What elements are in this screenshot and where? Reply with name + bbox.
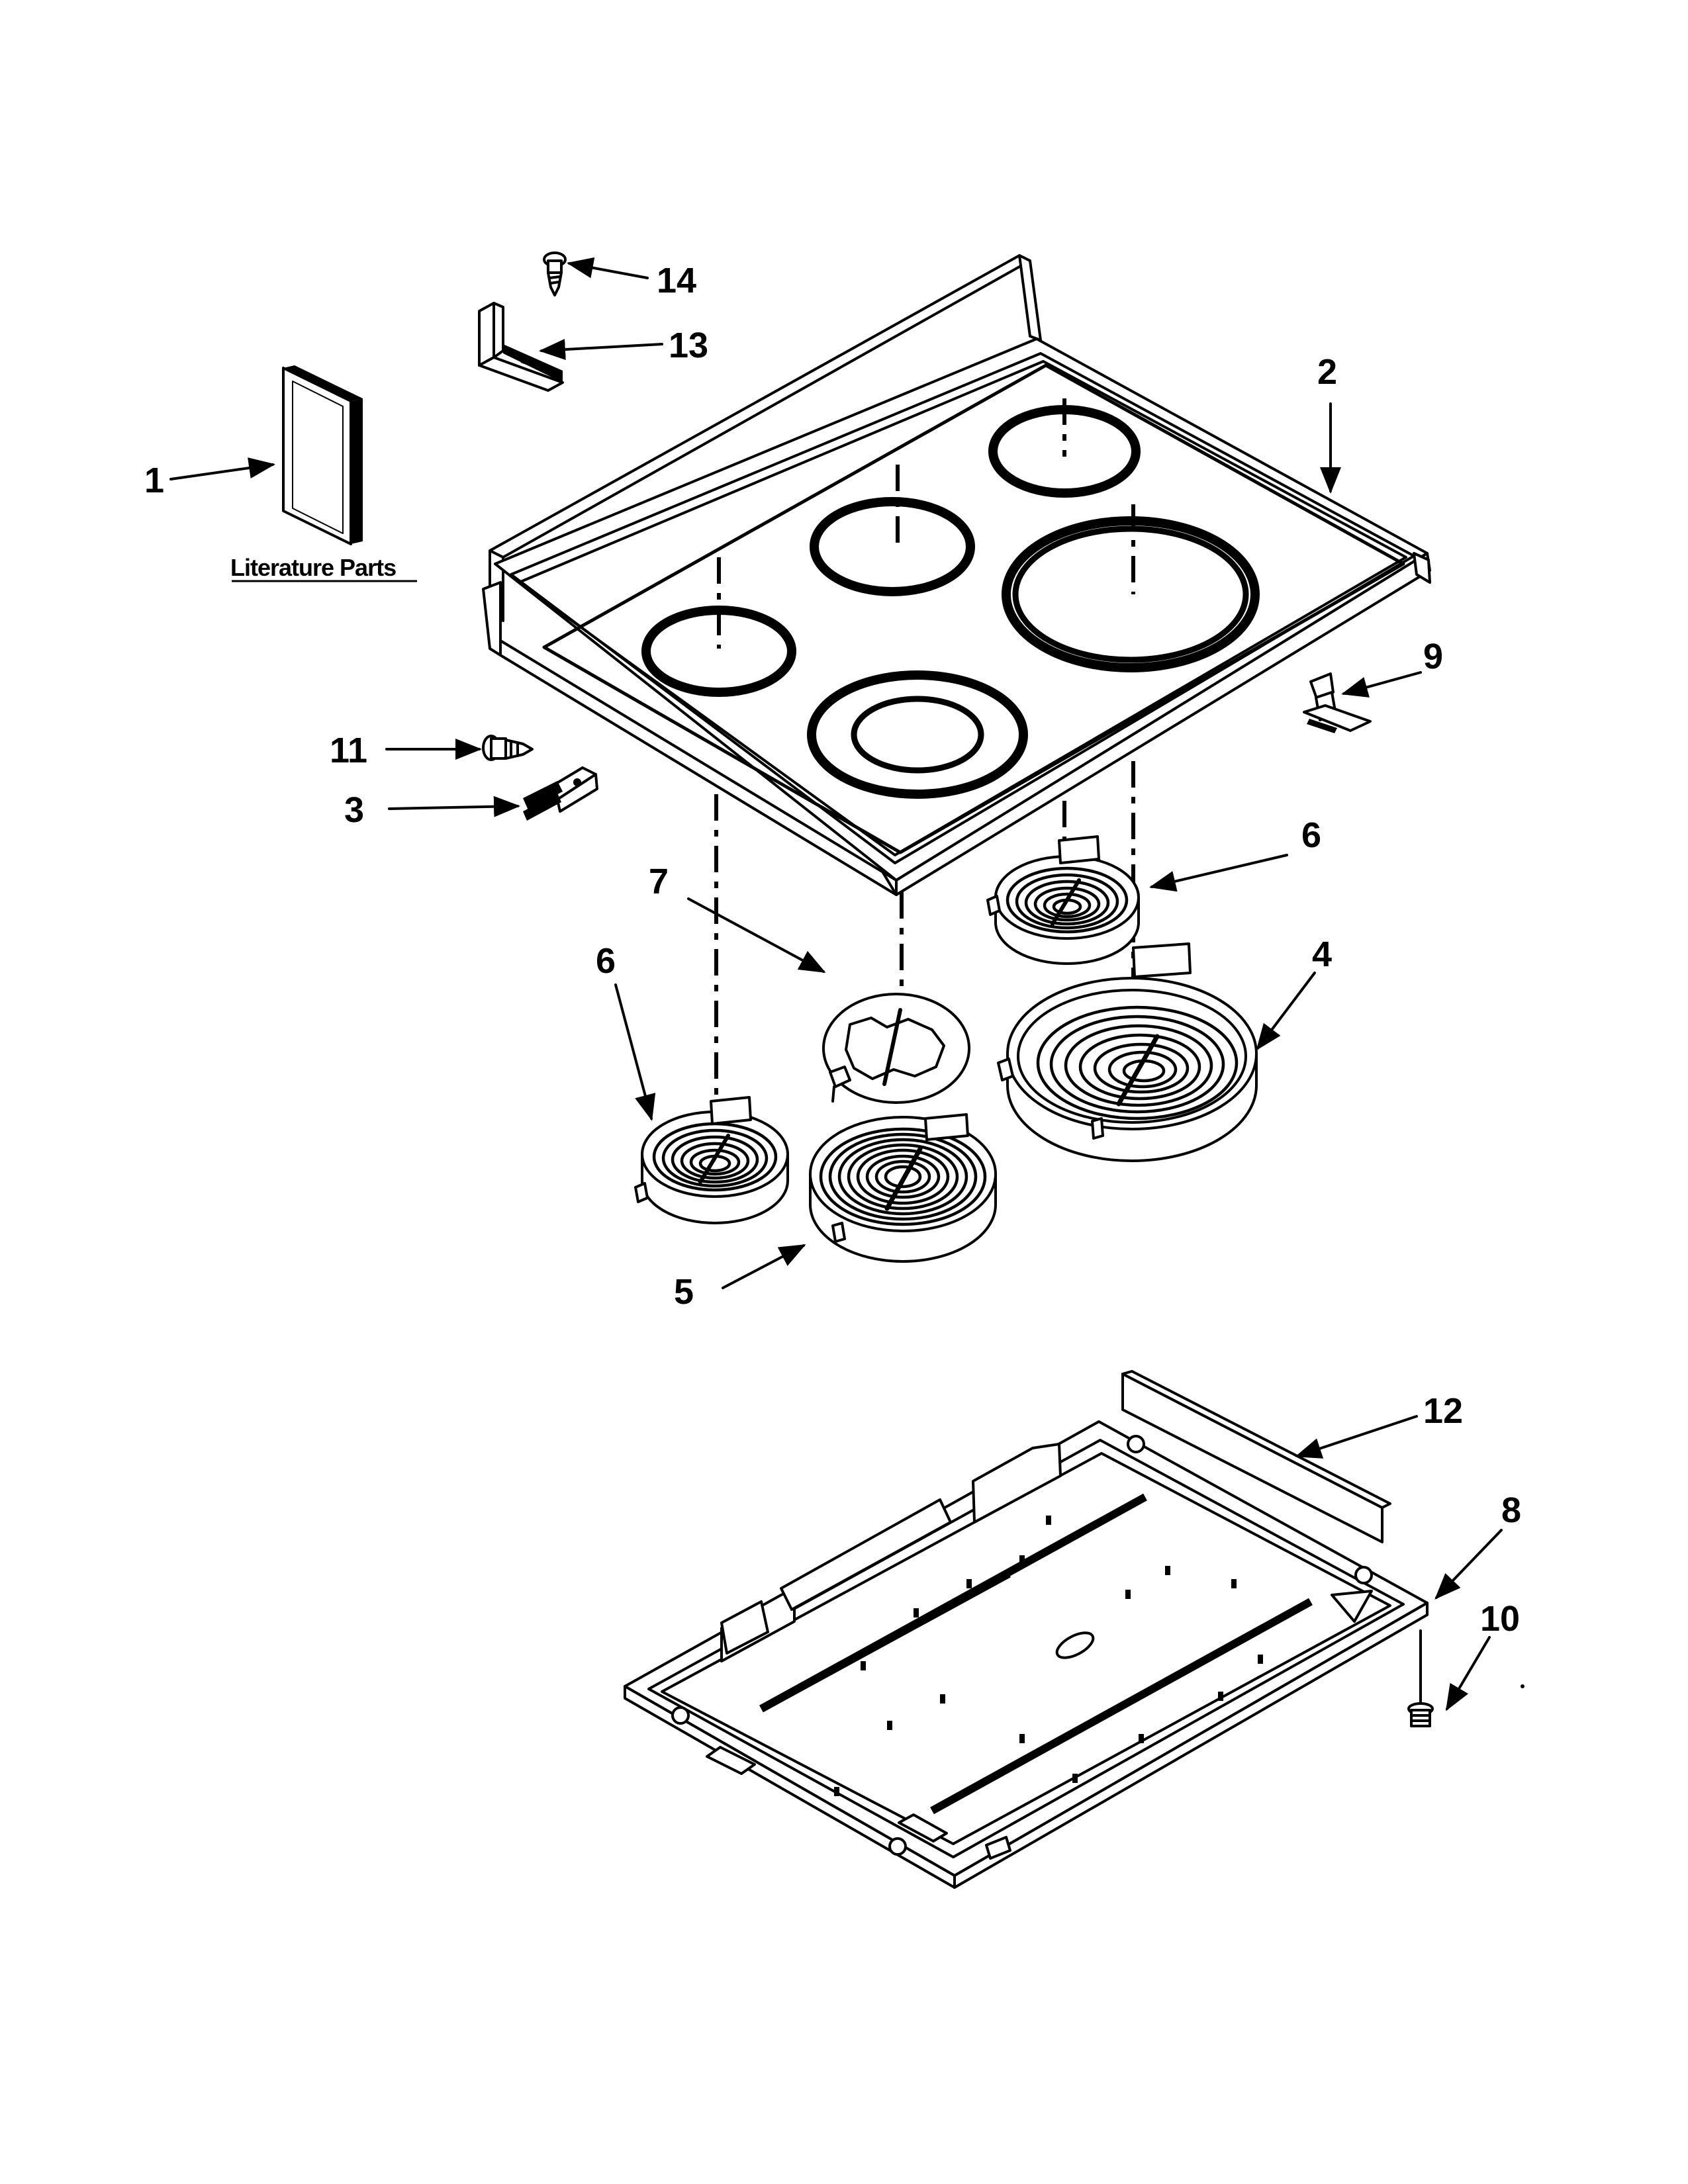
callout-2: 2 — [1317, 352, 1337, 392]
screw-part-10 — [1407, 1629, 1434, 1727]
heating-element-part-6-left — [634, 1096, 789, 1224]
strip-part-12 — [1121, 1370, 1391, 1543]
callout-1: 1 — [144, 461, 164, 500]
cooktop-ring-front-large — [1002, 516, 1260, 672]
literature-parts-caption: Literature Parts — [230, 554, 396, 581]
cooktop-ring-back-center — [810, 497, 975, 596]
callout-11: 11 — [330, 731, 367, 770]
heating-element-part-5 — [809, 1113, 997, 1263]
clip-part-9 — [1303, 672, 1372, 733]
bracket-part-13 — [478, 302, 564, 392]
callout-3: 3 — [344, 790, 364, 830]
heating-element-part-6-right — [986, 835, 1140, 965]
callout-12: 12 — [1423, 1391, 1463, 1431]
sensor-part-3 — [523, 766, 598, 821]
base-pan-part-8 — [624, 1420, 1429, 1889]
screw-part-11 — [482, 735, 534, 761]
heating-element-part-4 — [997, 942, 1258, 1162]
callout-5: 5 — [674, 1272, 694, 1312]
callout-4: 4 — [1312, 934, 1332, 974]
callout-10: 10 — [1480, 1599, 1520, 1639]
callout-leaders — [169, 257, 1503, 1711]
callout-6-left: 6 — [596, 941, 616, 981]
callout-7: 7 — [649, 862, 669, 901]
cooktop-ring-front-center — [807, 670, 1028, 799]
screw-part-14 — [543, 251, 567, 296]
reflector-part-7 — [822, 993, 970, 1104]
cooktop-part-2 — [482, 254, 1431, 896]
callout-13: 13 — [669, 326, 708, 365]
callout-14: 14 — [657, 261, 696, 300]
callout-8: 8 — [1501, 1490, 1521, 1530]
stray-dot — [1521, 1684, 1524, 1688]
callout-9: 9 — [1423, 637, 1443, 676]
callout-6-right: 6 — [1301, 815, 1321, 855]
literature-booklet — [282, 365, 363, 545]
alignment-centerlines — [714, 398, 1135, 1120]
